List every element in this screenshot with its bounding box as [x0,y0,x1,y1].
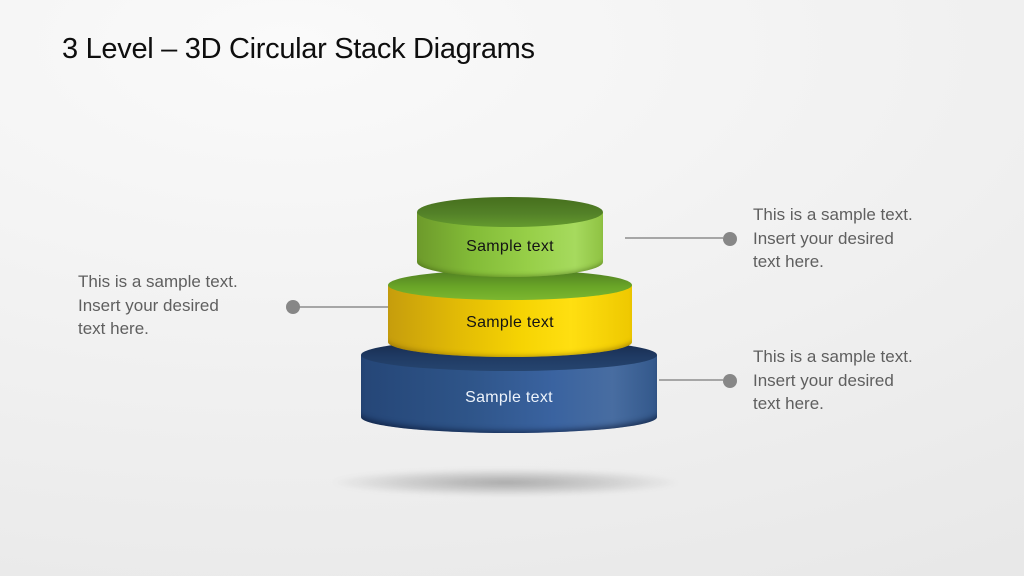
connector-line-left-middle [293,306,388,308]
floor-shadow [333,469,678,496]
cylinder-level-middle-label[interactable]: Sample text [466,314,554,331]
connector-line-right-bottom [659,379,723,381]
connector-dot-right-bottom [723,374,737,388]
slide-title[interactable]: 3 Level – 3D Circular Stack Diagrams [62,33,535,65]
cylinder-level-top-cap [417,197,603,227]
connector-dot-left-middle [286,300,300,314]
callout-text-right-bottom[interactable]: This is a sample text. Insert your desir… [753,347,913,413]
callout-text-left-middle[interactable]: This is a sample text. Insert your desir… [78,272,238,338]
callout-text-right-top[interactable]: This is a sample text. Insert your desir… [753,205,913,271]
connector-line-right-top [625,237,723,239]
cylinder-level-top-label[interactable]: Sample text [466,238,554,255]
connector-dot-right-top [723,232,737,246]
cylinder-level-bottom-label[interactable]: Sample text [465,389,553,406]
